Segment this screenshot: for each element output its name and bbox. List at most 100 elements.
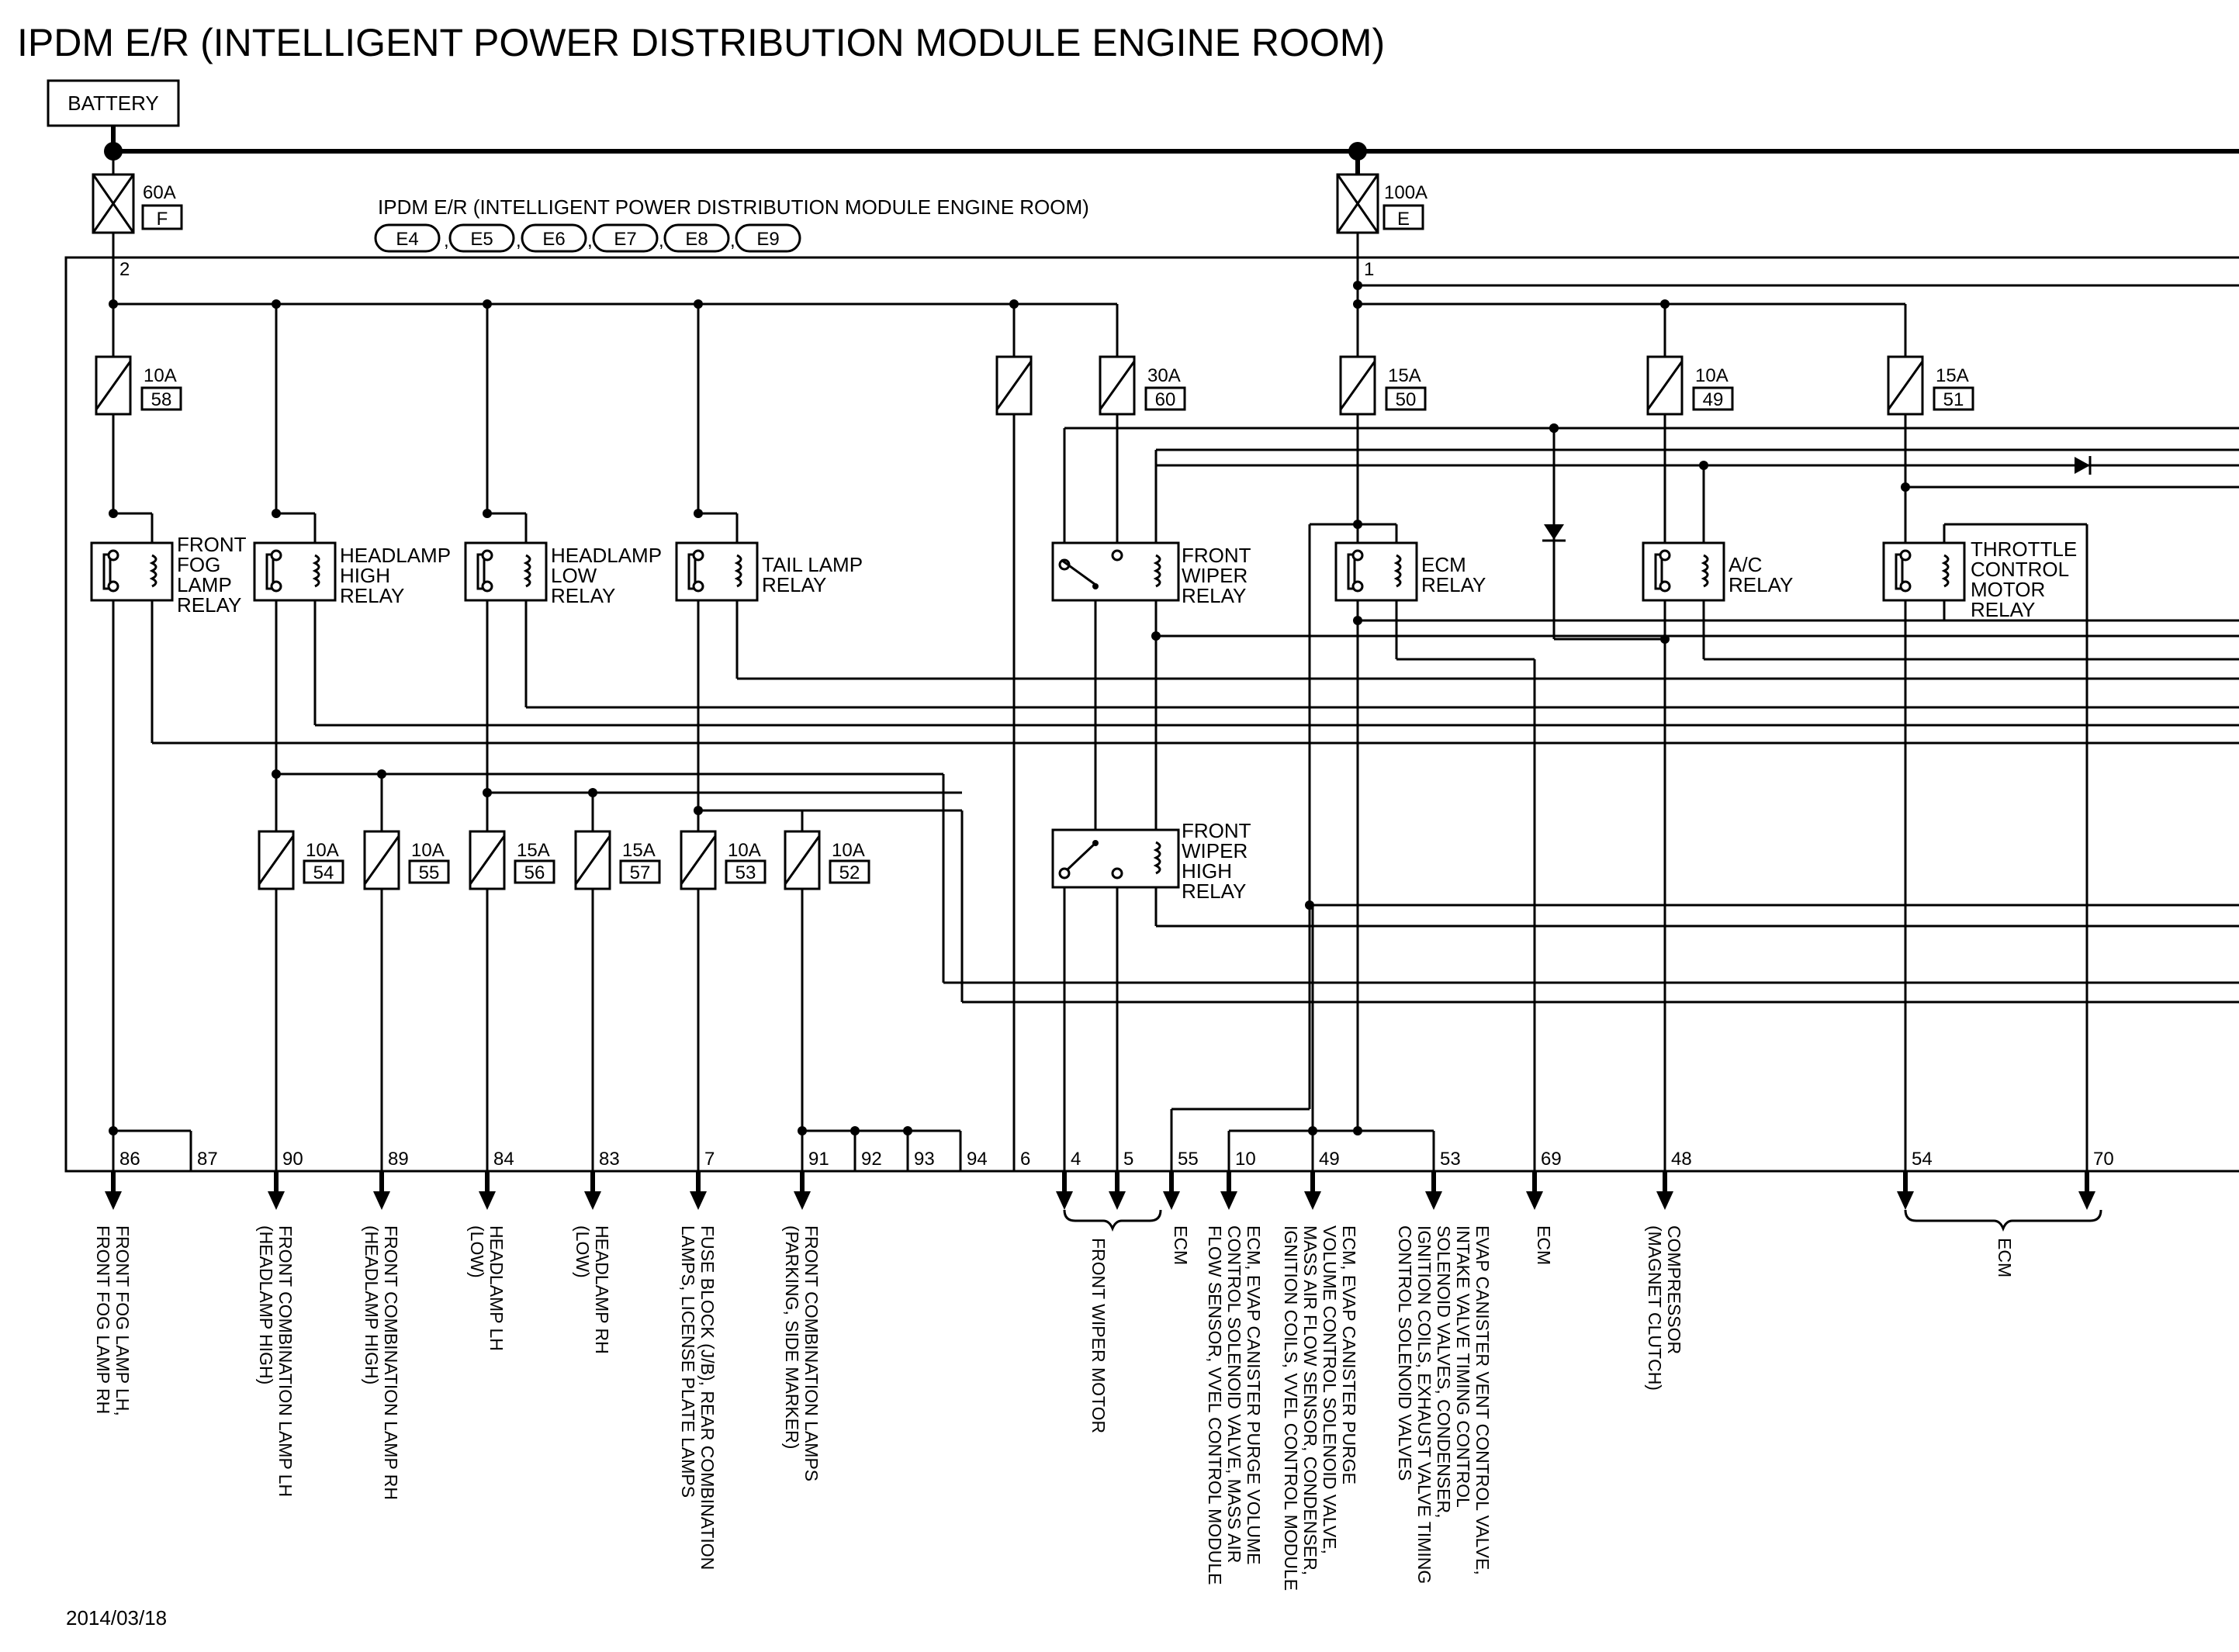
output-ecm49-line4: IGNITION COILS, VVEL CONTROL MODULE [1281, 1225, 1301, 1591]
output-hi-rh-line2: (HEADLAMP HIGH) [362, 1225, 382, 1384]
main-fuse-60a-rating: 60A [143, 182, 176, 203]
fuse-57-number: 57 [630, 862, 651, 883]
output-arrow-head [690, 1191, 707, 1210]
terminal-54: 54 [1912, 1149, 1933, 1170]
output-evap-line2: INTAKE VALVE TIMING CONTROL [1453, 1225, 1473, 1508]
output-fuse-block-line2: LAMPS, LICENSE PLATE LAMPS [678, 1225, 698, 1498]
output-lo-rh-line2: (LOW) [573, 1225, 593, 1278]
fuse-50-rating: 15A [1388, 365, 1421, 386]
connector-e9: E9 [756, 229, 779, 250]
relay-ac-line1: A/C [1729, 553, 1762, 576]
terminal-92: 92 [861, 1149, 882, 1170]
output-arrow-head [1526, 1191, 1543, 1210]
terminal-7: 7 [704, 1149, 715, 1170]
relay-ac-line2: RELAY [1729, 573, 1793, 596]
terminal-86: 86 [119, 1149, 140, 1170]
output-arrow-head [794, 1191, 811, 1210]
output-lo-lh-line2: (LOW) [467, 1225, 487, 1278]
relay-lo-line3: RELAY [551, 584, 615, 607]
relay-wiper-line2: WIPER [1182, 564, 1248, 587]
terminal-6: 6 [1020, 1149, 1030, 1170]
output-arrow-head [1163, 1191, 1180, 1210]
battery-label: BATTERY [67, 92, 159, 115]
relay-wiper-line3: RELAY [1182, 584, 1246, 607]
relay-wiper-line1: FRONT [1182, 544, 1251, 567]
terminal-84: 84 [493, 1149, 514, 1170]
output-ecm49-line1: ECM, EVAP CANISTER PURGE [1339, 1225, 1359, 1484]
terminal-93: 93 [914, 1149, 935, 1170]
relay-wiper-high-line3: HIGH [1182, 859, 1232, 883]
fuse-52-number: 52 [839, 862, 860, 883]
relay-fog-line1: FRONT [177, 533, 247, 556]
main-fuse-100a-id: E [1397, 209, 1410, 230]
output-ecm10-line3: FLOW SENSOR, VVEL CONTROL MODULE [1205, 1225, 1225, 1585]
fuse-55-number: 55 [419, 862, 440, 883]
svg-text:,: , [659, 230, 664, 251]
fuse-53-rating: 10A [728, 840, 761, 861]
fuse-49-rating: 10A [1695, 365, 1729, 386]
terminal-90: 90 [282, 1149, 303, 1170]
output-fuse-block-line1: FUSE BLOCK (J/B), REAR COMBINATION [697, 1225, 718, 1570]
output-arrow-head [373, 1191, 390, 1210]
terminal-1: 1 [1364, 259, 1374, 280]
output-ecm49-line3: MASS AIR FLOW SENSOR, CONDENSER, [1300, 1225, 1320, 1575]
connector-e5: E5 [470, 229, 493, 250]
connector-e8: E8 [685, 229, 708, 250]
output-arrow-head [584, 1191, 601, 1210]
fuse-52-rating: 10A [832, 840, 865, 861]
footer-date: 2014/03/18 [66, 1606, 167, 1630]
terminal-2: 2 [119, 259, 130, 280]
svg-text:,: , [587, 230, 593, 251]
terminal-5: 5 [1123, 1149, 1133, 1170]
relay-wiper-high-line1: FRONT [1182, 819, 1251, 842]
fuse-50-number: 50 [1396, 389, 1417, 410]
output-hi-rh-line1: FRONT COMBINATION LAMP RH [381, 1225, 401, 1500]
fuse-53-number: 53 [735, 862, 756, 883]
output-labels: FRONT FOG LAMP LH, FRONT FOG LAMP RH FRO… [93, 1225, 2015, 1591]
output-evap-line3: SOLENOID VALVES, CONDENSER, [1434, 1225, 1454, 1518]
output-lo-rh-line1: HEADLAMP RH [592, 1225, 612, 1354]
relay-throttle-line2: CONTROL [1971, 558, 2069, 581]
output-parking-line2: (PARKING, SIDE MARKER) [782, 1225, 802, 1449]
output-lo-lh-line1: HEADLAMP LH [486, 1225, 507, 1351]
relay-hi-line3: RELAY [340, 584, 404, 607]
output-parking-line1: FRONT COMBINATION LAMPS [801, 1225, 822, 1481]
output-arrows [105, 1171, 2095, 1210]
fuse-51-number: 51 [1943, 389, 1964, 410]
output-arrow-head [268, 1191, 285, 1210]
connector-e4: E4 [396, 229, 418, 250]
relay-hi-line2: HIGH [340, 564, 390, 587]
terminal-87: 87 [197, 1149, 218, 1170]
fuse-49-number: 49 [1703, 389, 1724, 410]
fuse-57-rating: 15A [622, 840, 656, 861]
output-arrow-head [1656, 1191, 1673, 1210]
relay-throttle-line1: THROTTLE [1971, 537, 2077, 561]
output-ecm-69: ECM [1534, 1225, 1554, 1265]
terminal-94: 94 [967, 1149, 988, 1170]
output-wiper-motor: FRONT WIPER MOTOR [1088, 1238, 1109, 1433]
connector-e6: E6 [542, 229, 565, 250]
output-ecm10-line1: ECM, EVAP CANISTER PURGE VOLUME [1244, 1225, 1264, 1565]
fuse-60-number: 60 [1155, 389, 1176, 410]
output-arrow-head [1304, 1191, 1321, 1210]
output-hi-lh-line1: FRONT COMBINATION LAMP LH [275, 1225, 296, 1497]
module-label: IPDM E/R (INTELLIGENT POWER DISTRIBUTION… [378, 195, 1089, 219]
relay-tail-line2: RELAY [762, 573, 826, 596]
fuse-54-number: 54 [313, 862, 334, 883]
relay-fog-line3: LAMP [177, 573, 232, 596]
terminal-labels: 86 87 90 89 84 83 7 91 92 93 94 6 4 5 55… [119, 1149, 2114, 1170]
main-fuse-100a-rating: 100A [1384, 182, 1427, 203]
relay-throttle-line4: RELAY [1971, 598, 2035, 621]
main-fuse-60a-id: F [157, 209, 168, 230]
output-compressor-line2: (MAGNET CLUTCH) [1645, 1225, 1665, 1391]
output-fog-line1: FRONT FOG LAMP LH, [112, 1225, 133, 1416]
output-evap-line1: EVAP CANISTER VENT CONTROL VALVE, [1472, 1225, 1493, 1575]
terminal-91: 91 [808, 1149, 829, 1170]
output-hi-lh-line2: (HEADLAMP HIGH) [256, 1225, 276, 1384]
relay-tail-line1: TAIL LAMP [762, 553, 863, 576]
relay-fog-line4: RELAY [177, 593, 241, 617]
output-evap-line4: IGNITION COILS, EXHAUST VALVE TIMING [1414, 1225, 1434, 1584]
fuse-56-number: 56 [524, 862, 545, 883]
relay-lo-line2: LOW [551, 564, 597, 587]
